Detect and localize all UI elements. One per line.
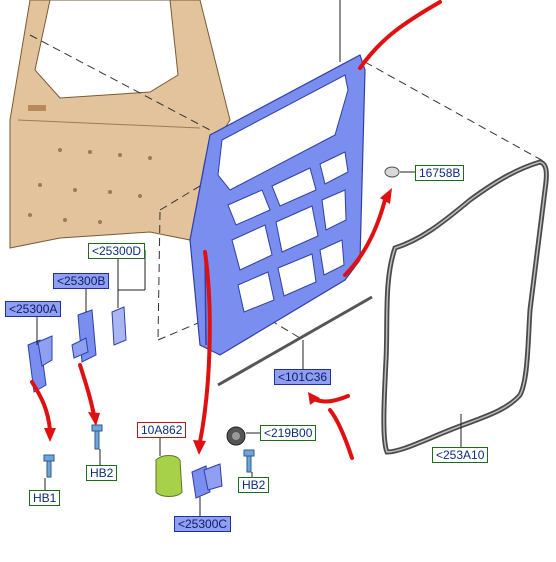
hinge-25300D: [111, 306, 127, 346]
callout-25300B[interactable]: <25300B: [53, 273, 110, 289]
callout-219B00[interactable]: <219B00: [260, 425, 317, 441]
door-inner-frame: [189, 54, 366, 356]
callout-HB2-left[interactable]: HB2: [86, 465, 118, 481]
hinge-25300C: [191, 463, 223, 499]
callout-25300C[interactable]: <25300C: [174, 516, 232, 532]
door-outer-skin: [9, 0, 231, 249]
callout-HB2-right[interactable]: HB2: [238, 477, 270, 493]
red-arrows: [30, 0, 442, 460]
hinge-25300A: [27, 335, 53, 393]
construction-lines: [29, 34, 546, 341]
hinge-25300B: [71, 309, 97, 363]
callout-25300A[interactable]: <25300A: [5, 301, 62, 317]
clip-219B00: [226, 426, 246, 446]
bolt-HB2-left: [91, 424, 103, 450]
bumper-part: [384, 166, 400, 178]
trim-10A862: [155, 455, 183, 497]
callout-10A862[interactable]: 10A862: [137, 422, 187, 438]
bolt-HB2-right: [243, 449, 255, 473]
callout-101C36[interactable]: <101C36: [274, 369, 332, 385]
callout-25300D[interactable]: <25300D: [88, 243, 146, 259]
callout-HB1[interactable]: HB1: [29, 490, 61, 506]
callout-16758B[interactable]: 16758B: [415, 165, 465, 181]
belt-weatherstrip: [217, 295, 373, 387]
arrow-heads: [44, 188, 392, 455]
door-seal: [381, 159, 549, 455]
bolt-HB1: [43, 454, 55, 478]
callout-253A10[interactable]: <253A10: [432, 447, 489, 463]
